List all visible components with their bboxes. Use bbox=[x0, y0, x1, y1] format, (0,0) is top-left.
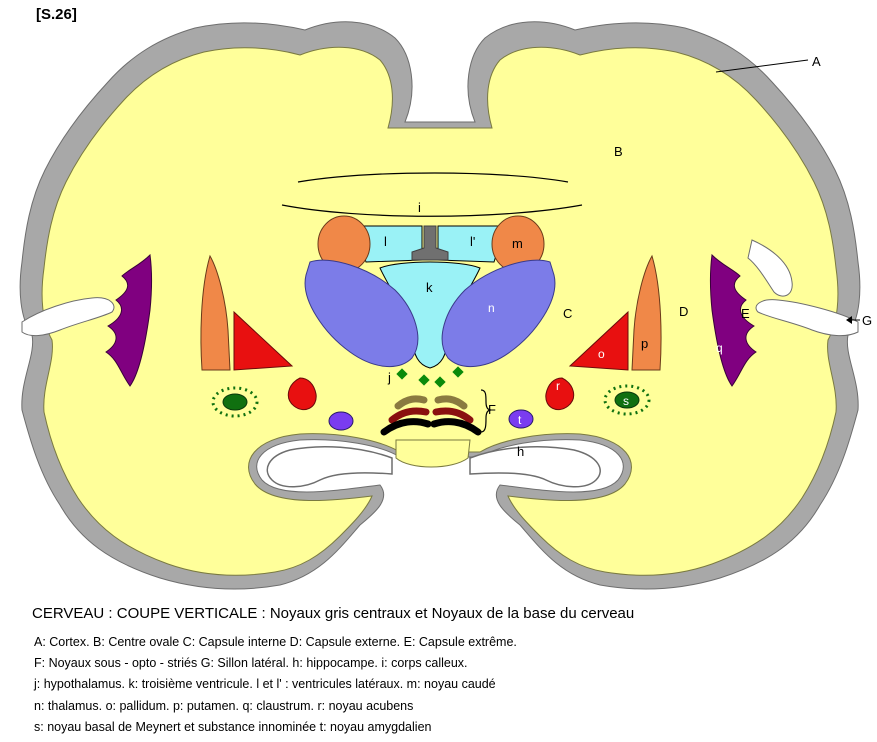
label-s: s bbox=[623, 394, 629, 408]
brainstem bbox=[396, 440, 470, 467]
diagram-caption: CERVEAU : COUPE VERTICALE : Noyaux gris … bbox=[32, 605, 634, 622]
label-h: h bbox=[517, 444, 524, 459]
label-p: p bbox=[641, 336, 648, 351]
label-n: n bbox=[488, 301, 495, 315]
legend-line-3: j: hypothalamus. k: troisième ventricule… bbox=[34, 677, 496, 691]
label-q: q bbox=[716, 341, 723, 355]
label-r: r bbox=[556, 379, 560, 393]
label-F: F bbox=[488, 402, 496, 417]
label-i: i bbox=[418, 200, 421, 215]
label-k: k bbox=[426, 280, 433, 295]
brain-coronal-section-diagram: A B C D E F G h i j k l l' m n o p q r s… bbox=[0, 0, 877, 600]
label-G: G bbox=[862, 313, 872, 328]
label-B: B bbox=[614, 144, 623, 159]
label-m: m bbox=[512, 236, 523, 251]
label-l-prime: l' bbox=[470, 234, 475, 249]
legend-line-5: s: noyau basal de Meynert et substance i… bbox=[34, 720, 431, 734]
label-E: E bbox=[741, 306, 750, 321]
legend-line-4: n: thalamus. o: pallidum. p: putamen. q:… bbox=[34, 699, 413, 713]
label-A: A bbox=[812, 54, 821, 69]
legend-line-2: F: Noyaux sous - opto - striés G: Sillon… bbox=[34, 656, 468, 670]
label-o: o bbox=[598, 347, 605, 361]
legend-line-1: A: Cortex. B: Centre ovale C: Capsule in… bbox=[34, 635, 517, 649]
label-D: D bbox=[679, 304, 688, 319]
hippocampus-right bbox=[470, 447, 600, 487]
meynert-left bbox=[223, 394, 247, 410]
hippocampus-left bbox=[267, 447, 392, 487]
amygdala-left bbox=[329, 412, 353, 430]
label-C: C bbox=[563, 306, 572, 321]
label-j: j bbox=[387, 370, 391, 385]
label-l: l bbox=[384, 234, 387, 249]
